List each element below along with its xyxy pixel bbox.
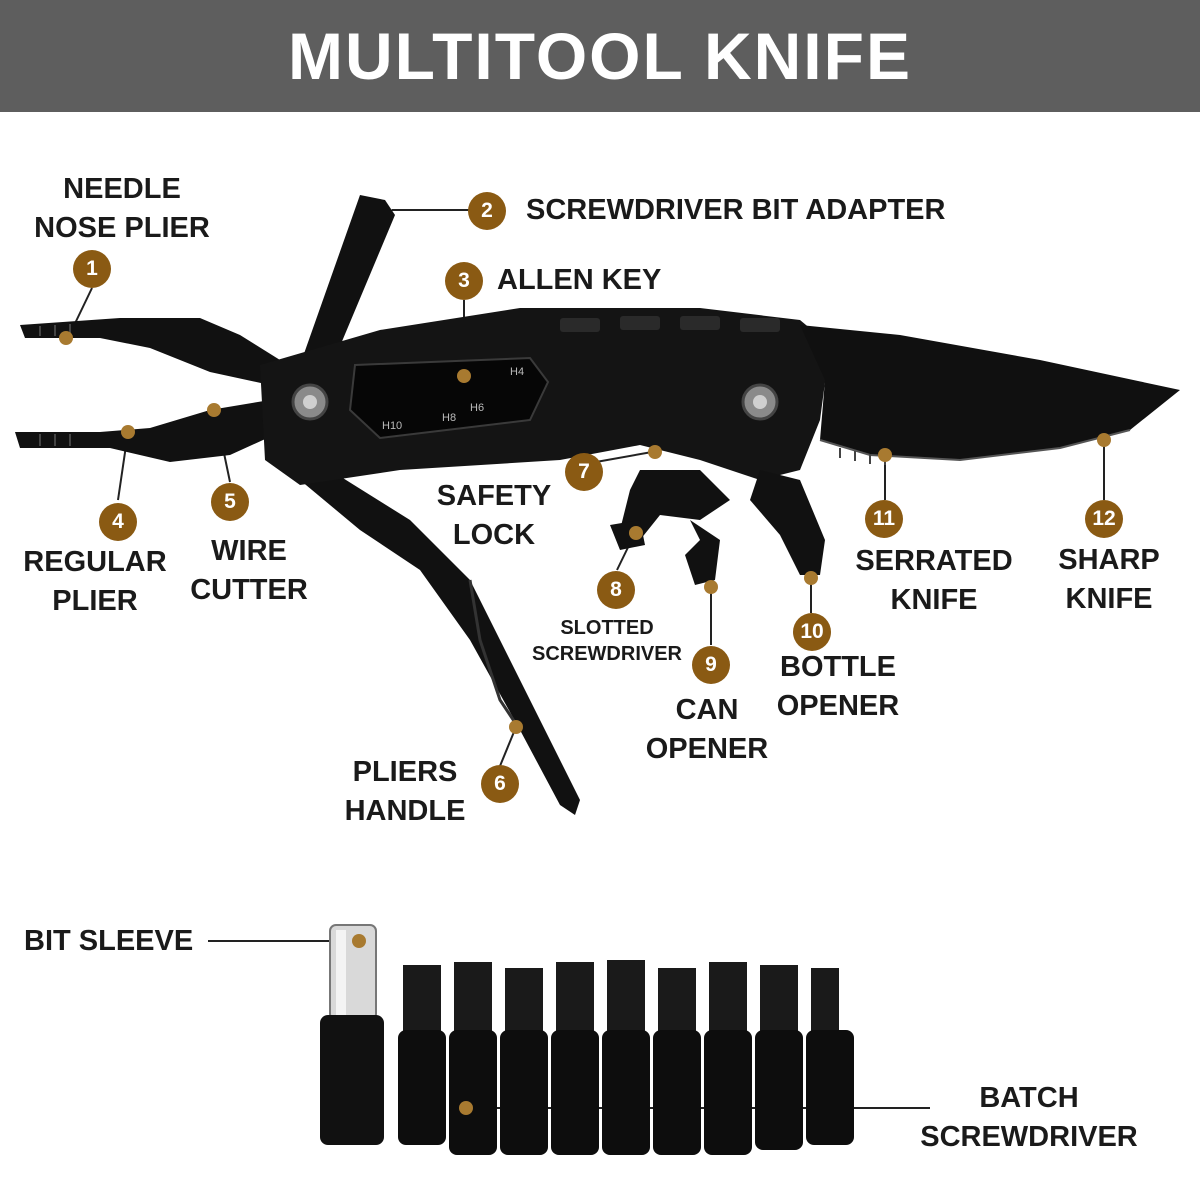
- badge-8: 8: [597, 571, 635, 609]
- badge-5: 5: [211, 483, 249, 521]
- label-screwdriver-bit-adapter: SCREWDRIVER BIT ADAPTER: [526, 194, 946, 226]
- badge-2: 2: [468, 192, 506, 230]
- badge-7: 7: [565, 453, 603, 491]
- allen-size-h6: H6: [470, 402, 485, 414]
- badge-10: 10: [793, 613, 831, 651]
- screwdriver-bits: [398, 960, 854, 1155]
- badge-6: 6: [481, 765, 519, 803]
- page-title: MULTITOOL KNIFE: [0, 0, 1200, 112]
- allen-size-h4: H4: [510, 366, 525, 378]
- allen-size-h10: H10: [382, 420, 403, 432]
- label-allen-key: ALLEN KEY: [497, 264, 662, 296]
- badge-1: 1: [73, 250, 111, 288]
- label-bit-sleeve: BIT SLEEVE: [24, 925, 194, 957]
- allen-size-h8: H8: [442, 412, 457, 424]
- badge-12: 12: [1085, 500, 1123, 538]
- badge-3: 3: [445, 262, 483, 300]
- badge-4: 4: [99, 503, 137, 541]
- badge-11: 11: [865, 500, 903, 538]
- badge-9: 9: [692, 646, 730, 684]
